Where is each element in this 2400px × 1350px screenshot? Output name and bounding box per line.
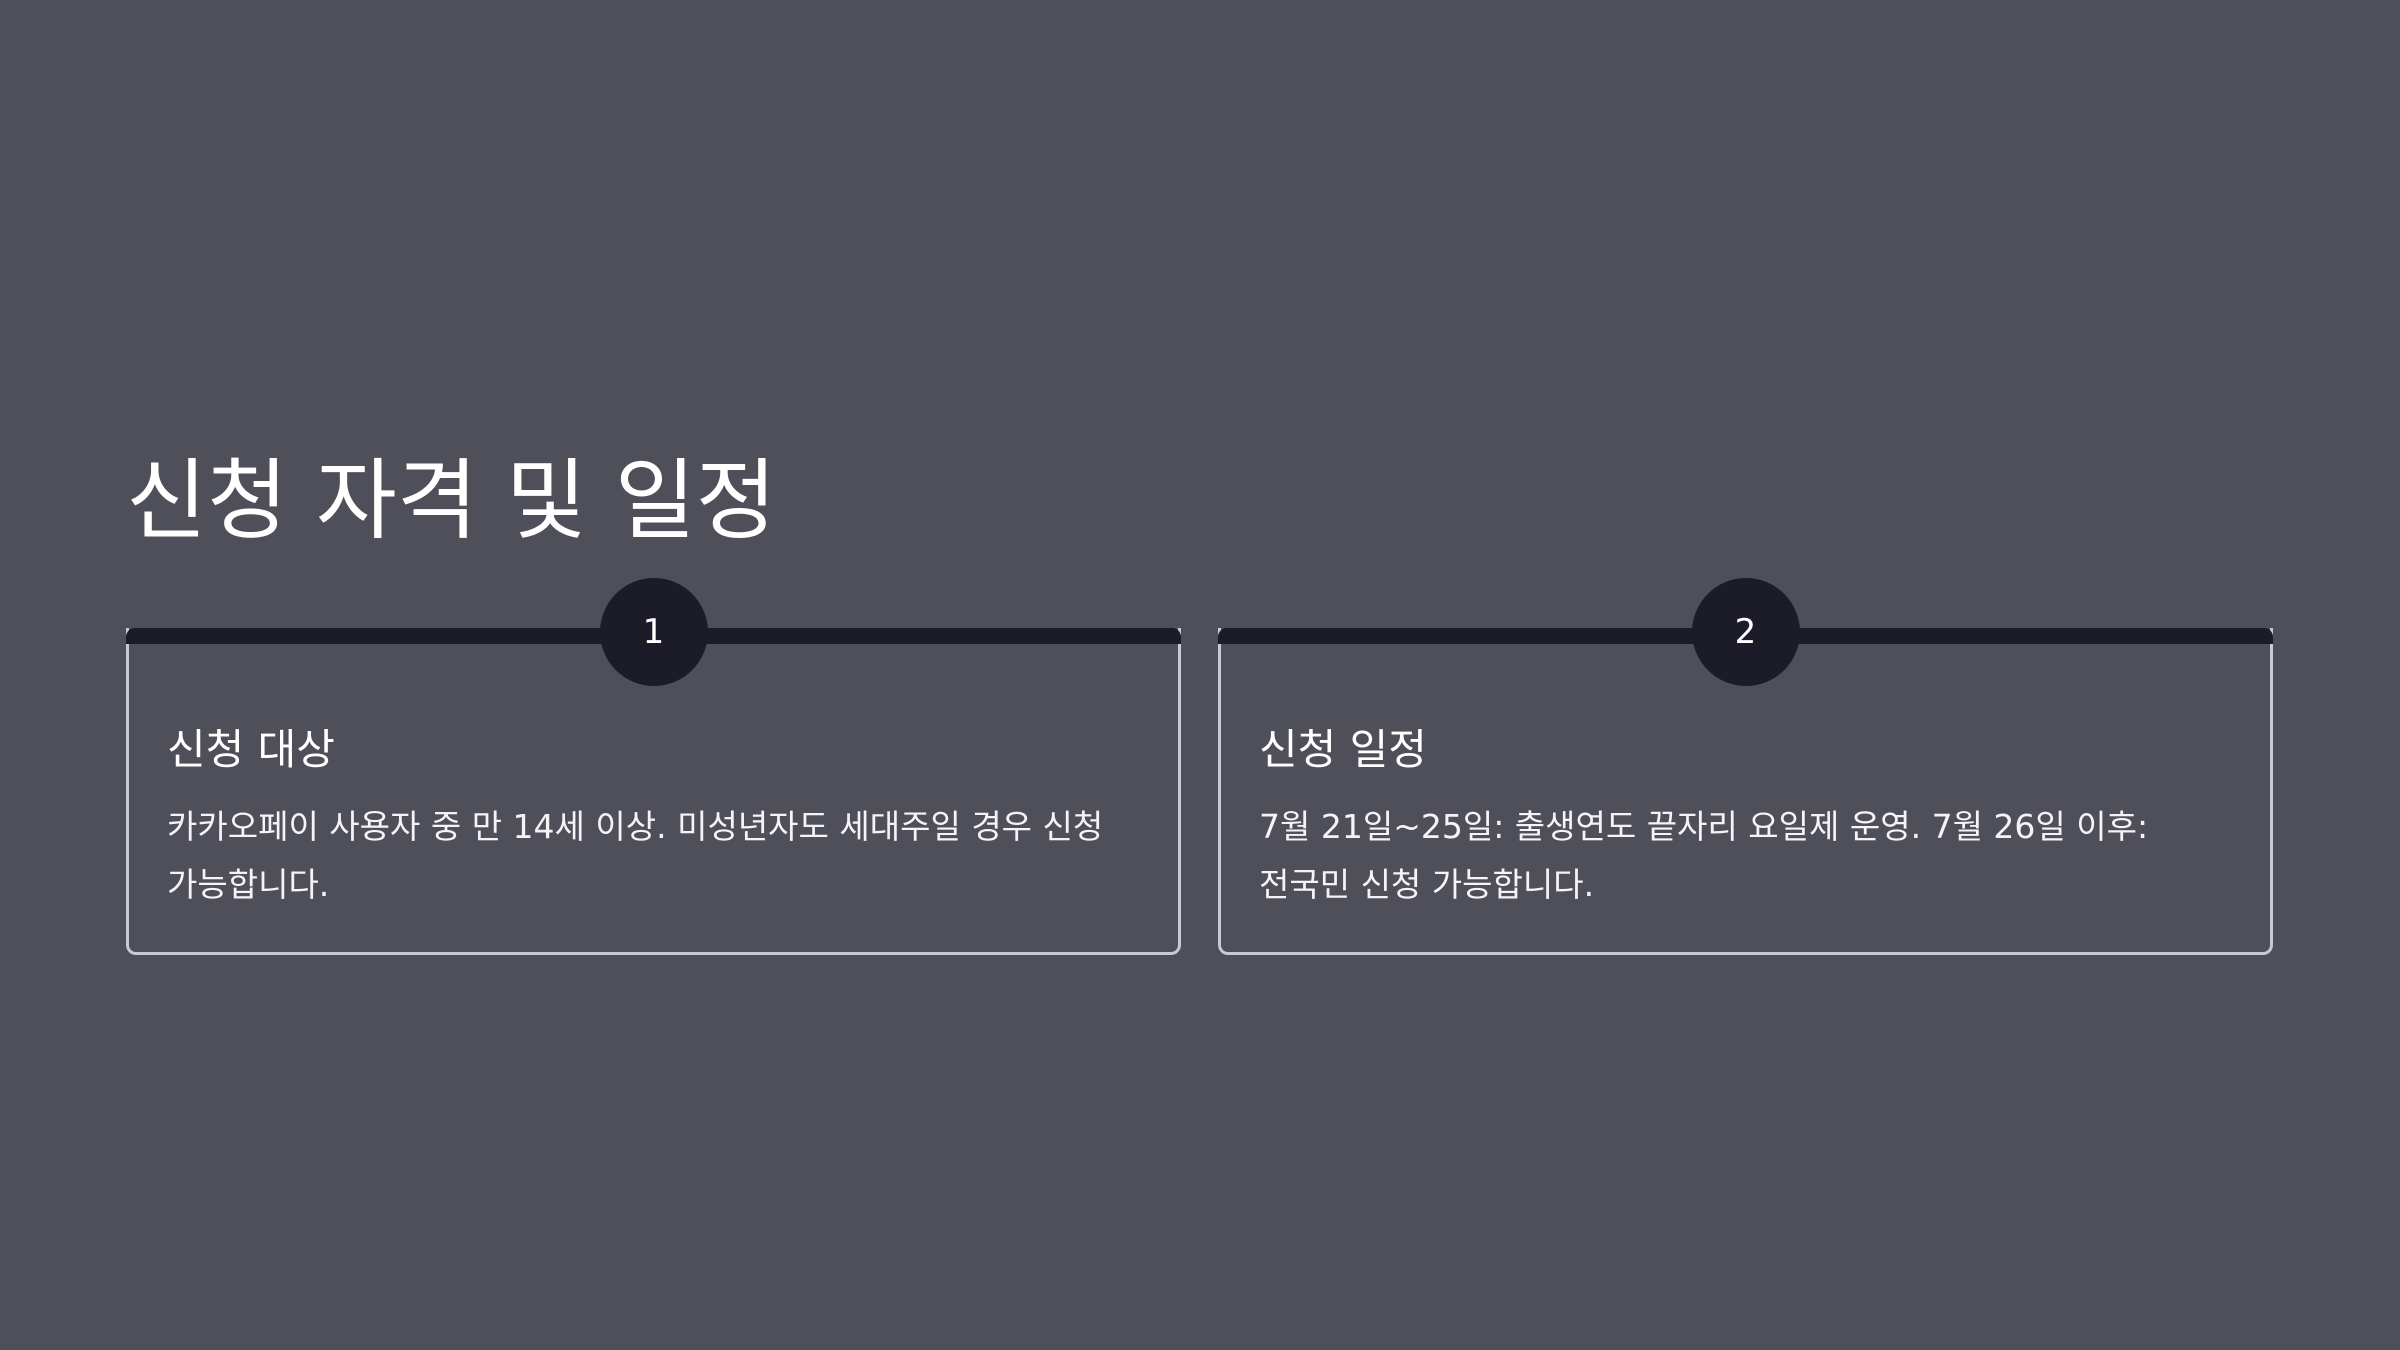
card-body: 7월 21일~25일: 출생연도 끝자리 요일제 운영. 7월 26일 이후: … bbox=[1259, 807, 2149, 904]
card-eligibility: 1 신청 대상 카카오페이 사용자 중 만 14세 이상. 미성년자도 세대주일… bbox=[126, 578, 1181, 955]
card-title: 신청 일정 bbox=[1259, 725, 1427, 774]
step-number-badge: 2 bbox=[1691, 578, 1800, 686]
card-title: 신청 대상 bbox=[167, 725, 335, 774]
step-number-badge: 1 bbox=[599, 578, 708, 686]
card-schedule: 2 신청 일정 7월 21일~25일: 출생연도 끝자리 요일제 운영. 7월 … bbox=[1218, 578, 2273, 955]
page-title: 신청 자격 및 일정 bbox=[126, 448, 777, 552]
card-body: 카카오페이 사용자 중 만 14세 이상. 미성년자도 세대주일 경우 신청 가… bbox=[167, 807, 1104, 904]
